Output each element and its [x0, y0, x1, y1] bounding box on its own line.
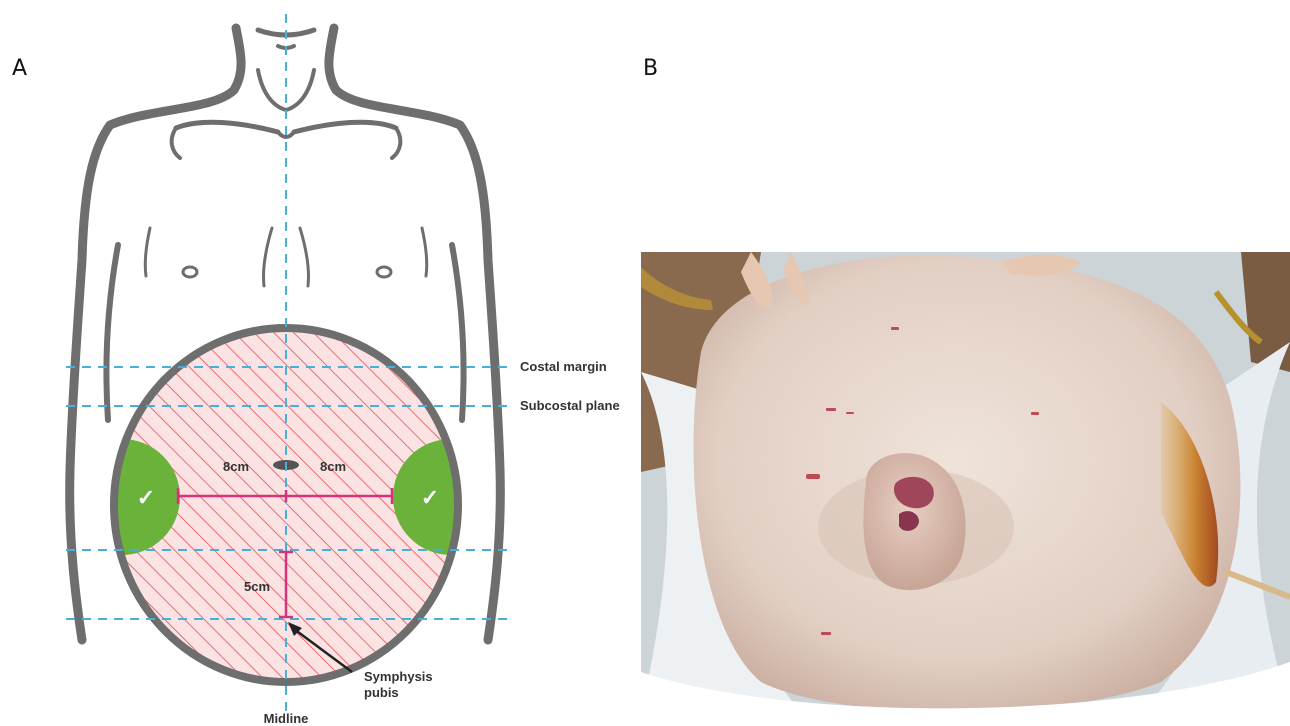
label-distance-right: 8cm	[320, 459, 346, 474]
clinical-photo	[641, 252, 1290, 712]
stoma-siting-diagram: ✓ ✓ 8cm 8cm 5cm Costal margin Subcostal …	[0, 0, 640, 726]
label-costal-margin: Costal margin	[520, 359, 607, 374]
panel-label-b: B	[643, 56, 658, 81]
label-pubis: pubis	[364, 685, 399, 700]
label-midline: Midline	[264, 711, 309, 726]
label-distance-vertical: 5cm	[244, 579, 270, 594]
check-mark-left: ✓	[137, 485, 155, 510]
label-symphysis: Symphysis	[364, 669, 433, 684]
label-distance-left: 8cm	[223, 459, 249, 474]
check-mark-right: ✓	[421, 485, 439, 510]
label-subcostal-plane: Subcostal plane	[520, 398, 620, 413]
